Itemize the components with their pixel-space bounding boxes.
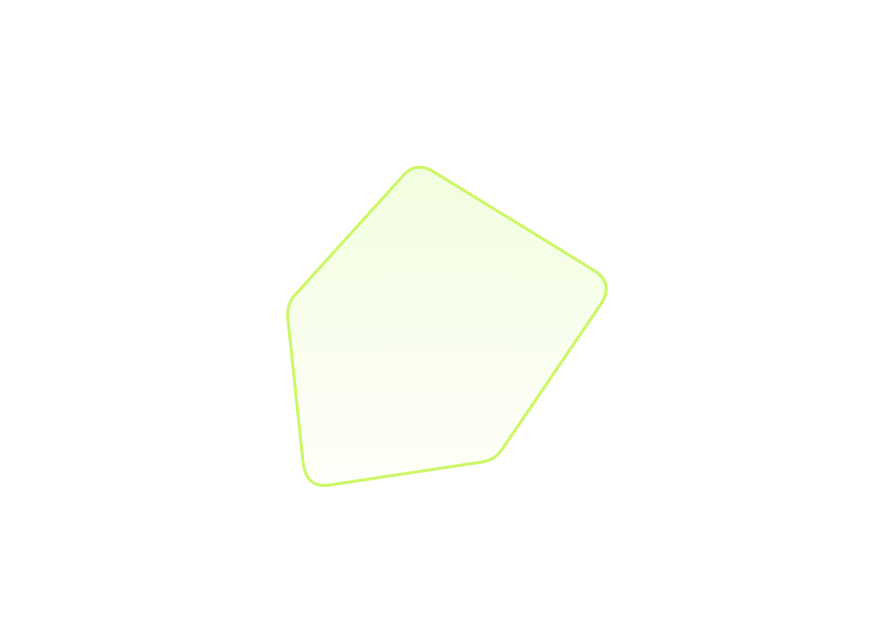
pentagon-shape — [286, 165, 608, 488]
